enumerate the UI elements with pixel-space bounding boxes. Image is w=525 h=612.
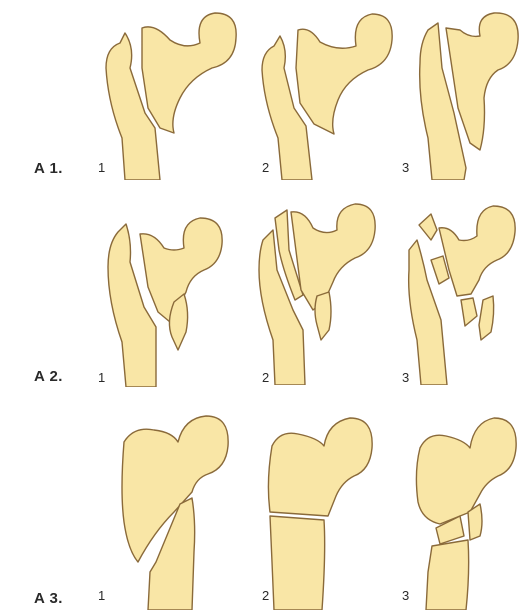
row-label-a3: A 3. (34, 590, 63, 607)
femur-a2-2 (255, 200, 395, 385)
figure-number-a1-3: 3 (402, 160, 409, 175)
figure-number-a3-1: 1 (98, 588, 105, 603)
femur-a3-3 (410, 412, 522, 610)
femur-a1-1 (100, 8, 240, 180)
femur-a3-2 (262, 412, 382, 610)
femur-a2-1 (104, 212, 244, 387)
figure-number-a3-3: 3 (402, 588, 409, 603)
femur-a1-2 (258, 8, 398, 180)
row-label-a1: A 1. (34, 160, 63, 177)
femur-a3-1 (114, 412, 234, 610)
femur-a2-3 (405, 200, 523, 385)
femur-a1-3 (414, 8, 524, 180)
row-label-a2: A 2. (34, 368, 63, 385)
